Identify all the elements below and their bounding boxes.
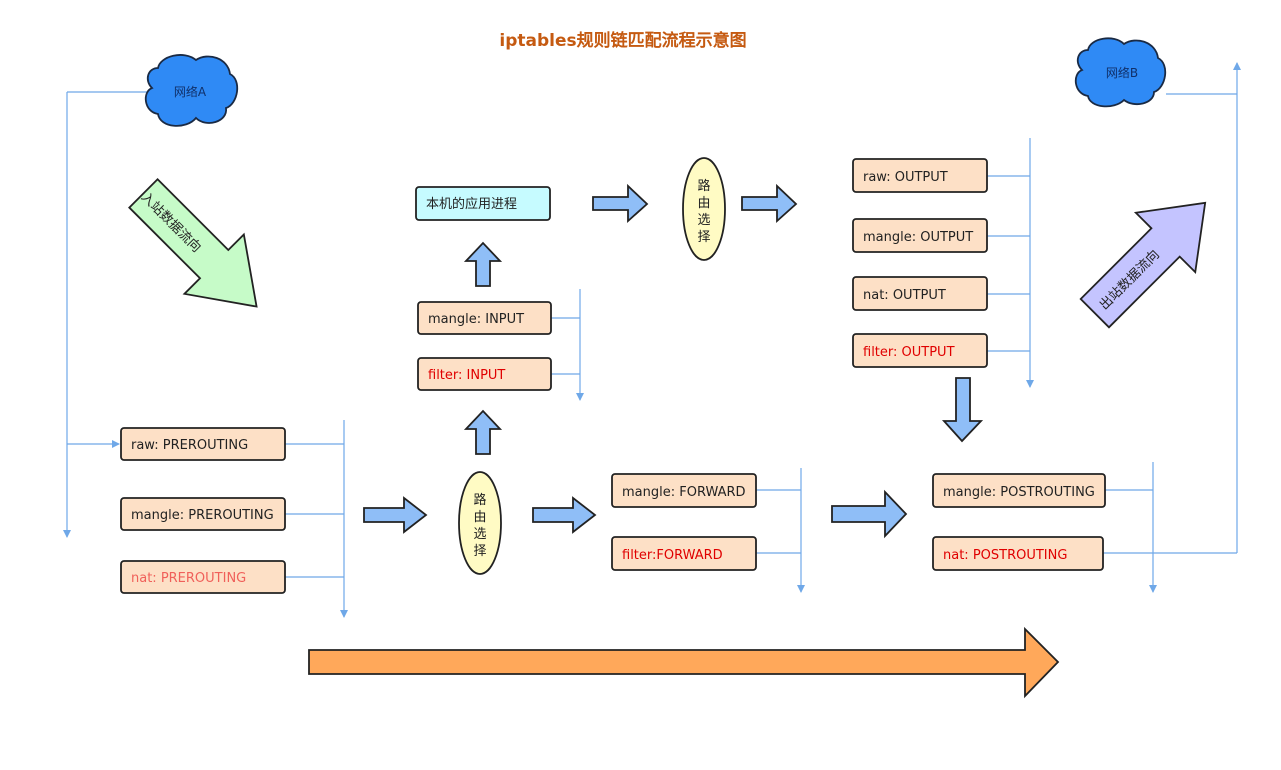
chain-box-mangle-output <box>852 218 988 253</box>
arrow-input-to-process <box>463 241 503 287</box>
arrow-route-to-forward <box>532 496 597 534</box>
route-selection-lower: 路 由 选 择 <box>458 471 502 575</box>
network-b-cloud: 网络B <box>1074 37 1167 108</box>
arrow-route-to-output <box>741 183 798 224</box>
arrow-output-to-postrouting <box>941 377 984 443</box>
chain-label-filter-output: filter: OUTPUT <box>863 345 955 360</box>
chain-box-nat-prerouting <box>120 560 286 594</box>
route-char-upper-3: 选 <box>697 213 710 228</box>
local-process-box <box>415 186 551 221</box>
route-char-upper-2: 由 <box>697 196 710 211</box>
chain-box-filter-input <box>417 357 552 391</box>
network-a-cloud: 网络A <box>144 54 239 127</box>
inbound-diagonal-arrow: 入站数据流向 <box>128 178 258 308</box>
chain-box-filter-output <box>852 333 988 368</box>
chain-label-mangle-input: mangle: INPUT <box>428 312 524 327</box>
chain-label-mangle-postrouting: mangle: POSTROUTING <box>943 485 1095 500</box>
forward-flow-lines <box>756 468 805 593</box>
big-orange-arrow <box>308 626 1060 699</box>
network-b-label: 网络B <box>1106 65 1138 80</box>
chain-label-filter-input: filter: INPUT <box>428 368 505 383</box>
postrouting-group: mangle: POSTROUTING nat: POSTROUTING <box>932 473 1106 571</box>
route-ellipse-lower <box>458 471 502 575</box>
chain-label-raw-output: raw: OUTPUT <box>863 170 948 185</box>
chain-label-raw-prerouting: raw: PREROUTING <box>131 438 248 453</box>
chain-box-mangle-input <box>417 301 552 335</box>
route-char-lower-1: 路 <box>473 492 486 508</box>
input-group: mangle: INPUT filter: INPUT <box>417 301 552 391</box>
route-char-lower-3: 选 <box>473 527 486 542</box>
input-flow-lines <box>551 289 584 401</box>
chain-box-raw-output <box>852 158 988 193</box>
chain-box-mangle-prerouting <box>120 497 286 531</box>
chain-label-mangle-output: mangle: OUTPUT <box>863 230 973 245</box>
prerouting-group: raw: PREROUTING mangle: PREROUTING nat: … <box>120 427 286 594</box>
chain-label-nat-output: nat: OUTPUT <box>863 288 946 303</box>
chain-box-nat-postrouting <box>932 536 1104 571</box>
chain-label-nat-prerouting: nat: PREROUTING <box>131 571 246 586</box>
chain-label-mangle-prerouting: mangle: PREROUTING <box>131 508 274 523</box>
chain-box-raw-prerouting <box>120 427 286 461</box>
diagram-title: iptables规则链匹配流程示意图 <box>499 30 746 51</box>
outbound-diagonal-arrow: 出站数据流向 <box>1079 201 1207 329</box>
route-char-upper-4: 择 <box>697 230 710 245</box>
arrow-prerouting-to-route <box>363 496 428 534</box>
chain-box-nat-output <box>852 276 988 311</box>
network-a-label: 网络A <box>174 84 207 99</box>
chain-box-filter-forward <box>611 536 757 571</box>
arrow-route-to-input <box>463 409 503 455</box>
local-process-label: 本机的应用进程 <box>426 196 517 212</box>
chain-label-mangle-forward: mangle: FORWARD <box>622 485 746 500</box>
route-selection-upper: 路 由 选 择 <box>682 157 726 261</box>
network-a-flow-lines <box>63 91 148 538</box>
local-process-group: 本机的应用进程 <box>415 186 551 221</box>
output-flow-lines <box>987 138 1034 388</box>
arrow-forward-to-postrouting <box>831 489 908 539</box>
chain-box-mangle-forward <box>611 473 757 508</box>
chain-label-nat-postrouting: nat: POSTROUTING <box>943 548 1067 563</box>
route-char-lower-2: 由 <box>473 510 486 525</box>
output-group: raw: OUTPUT mangle: OUTPUT nat: OUTPUT f… <box>852 158 988 368</box>
prerouting-flow-lines <box>285 420 348 618</box>
route-ellipse-upper <box>682 157 726 261</box>
route-char-upper-1: 路 <box>697 178 710 194</box>
chain-label-filter-forward: filter:FORWARD <box>622 548 723 563</box>
chain-box-mangle-postrouting <box>932 473 1106 508</box>
arrow-process-to-route <box>592 183 649 224</box>
forward-group: mangle: FORWARD filter:FORWARD <box>611 473 757 571</box>
postrouting-flow-lines <box>1103 62 1241 593</box>
route-char-lower-4: 择 <box>473 544 486 559</box>
